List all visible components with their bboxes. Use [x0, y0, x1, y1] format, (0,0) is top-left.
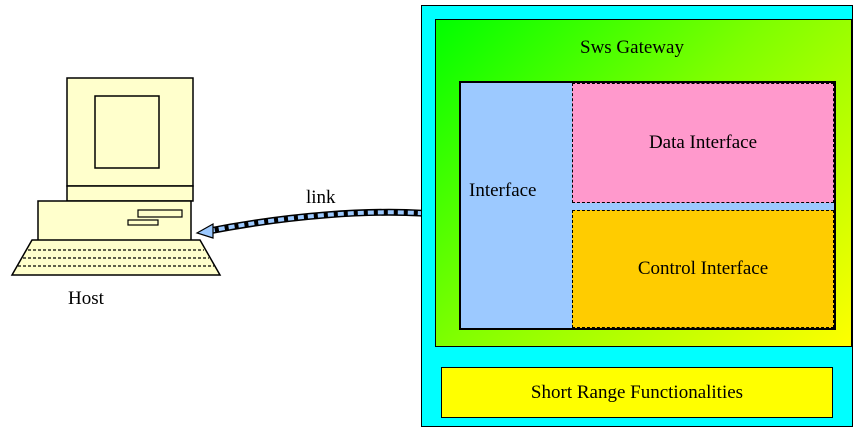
data-interface-label: Data Interface	[648, 132, 758, 153]
interface-label: Interface	[469, 180, 537, 201]
control-interface-label: Control Interface	[637, 258, 769, 279]
host-label: Host	[68, 288, 104, 309]
control-interface-box: Control Interface	[572, 210, 834, 328]
gateway-title: Sws Gateway	[580, 37, 684, 58]
data-interface-box: Data Interface	[572, 83, 834, 203]
link-label: link	[306, 187, 336, 208]
computer-icon	[10, 77, 222, 276]
short-range-box: Short Range Functionalities	[441, 367, 833, 418]
short-range-label: Short Range Functionalities	[530, 381, 744, 403]
